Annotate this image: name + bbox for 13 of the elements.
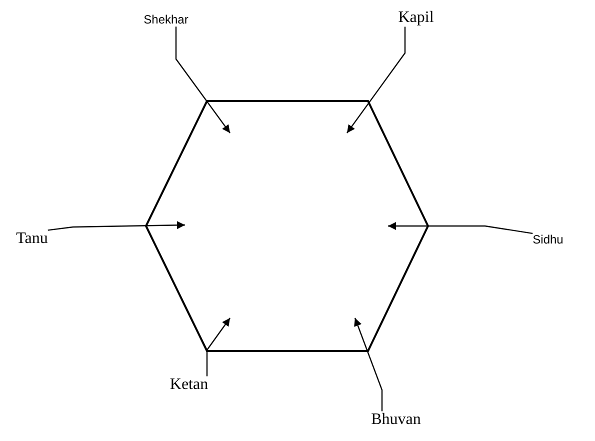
arrow [354, 318, 383, 412]
name-label: Ketan [170, 376, 208, 394]
arrow [206, 318, 230, 376]
name-label: Bhuvan [371, 411, 421, 429]
name-label: Kapil [398, 9, 434, 27]
name-label: Shekhar [144, 13, 188, 27]
hexagon-shape [144, 99, 430, 353]
arrow [346, 26, 406, 134]
arrow [388, 222, 533, 234]
arrow [175, 26, 230, 134]
name-label: Sidhu [532, 233, 564, 247]
arrow [48, 221, 186, 231]
name-label: Tanu [16, 230, 48, 248]
